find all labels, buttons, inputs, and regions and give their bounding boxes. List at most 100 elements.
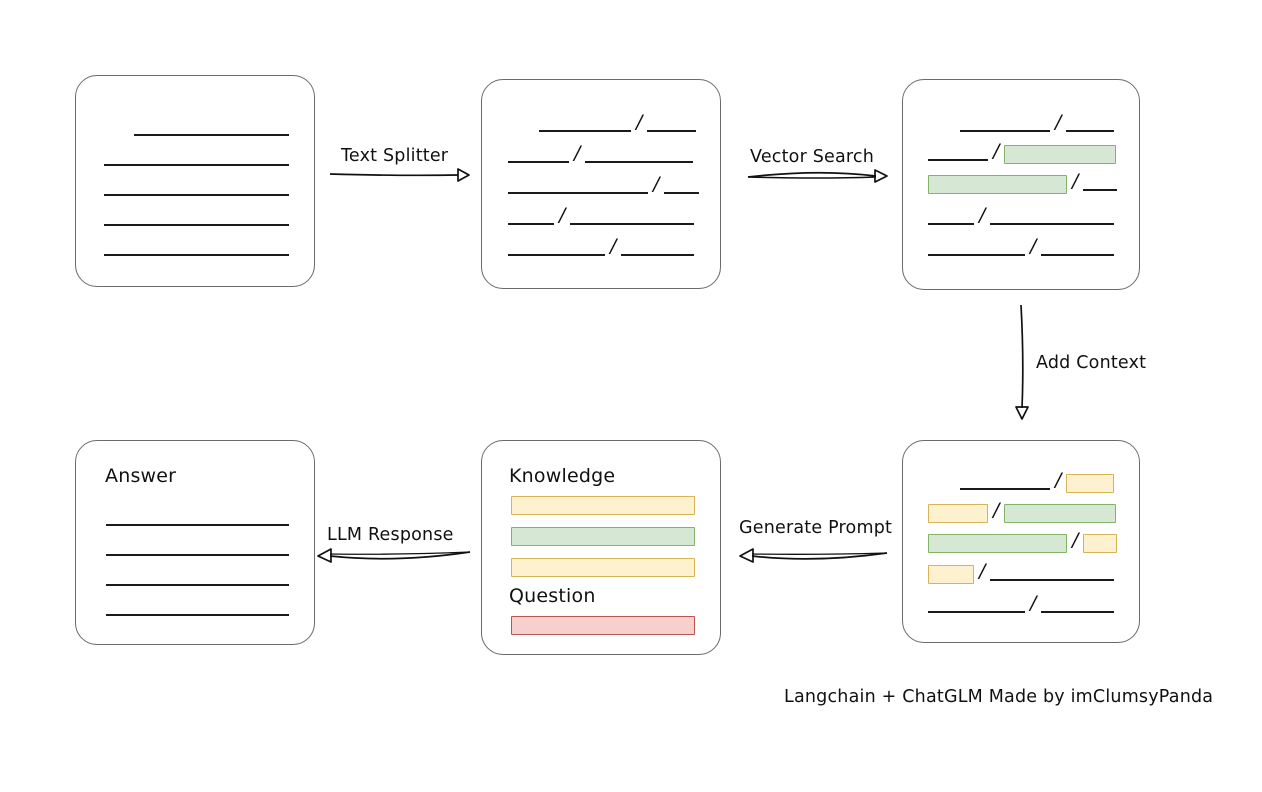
knowledge-bar (511, 496, 695, 515)
document-line (104, 239, 289, 259)
text-line (104, 152, 289, 166)
slash-separator: / (979, 560, 986, 582)
document-line (104, 179, 289, 199)
slash-separator: / (1072, 170, 1079, 192)
question-label: Question (509, 585, 596, 607)
slash-separator: / (1055, 469, 1062, 491)
text-segment (928, 211, 974, 225)
answer-line (106, 599, 289, 619)
footer-credit: Langchain + ChatGLM Made by imClumsyPand… (784, 687, 1214, 707)
knowledge-bar (511, 527, 695, 546)
text-line (104, 242, 289, 256)
split-row: / (508, 235, 695, 259)
question-bar (511, 616, 695, 635)
document-line (104, 149, 289, 169)
answer-label: Answer (105, 465, 177, 487)
add-context-edge (1012, 304, 1036, 420)
text-segment (647, 118, 697, 132)
document-line (104, 209, 289, 229)
text-segment (508, 180, 648, 194)
answer-line (106, 509, 289, 529)
slash-separator: / (610, 235, 617, 257)
slash-separator: / (574, 142, 581, 164)
retrieved-chunk-highlight (1004, 503, 1117, 523)
source-document-box[interactable] (75, 75, 315, 287)
context-document-box[interactable]: / / / / / (902, 440, 1140, 643)
split-row: / (928, 204, 1115, 228)
text-segment (508, 242, 605, 256)
generate-prompt-edge (739, 545, 888, 567)
context-chunk-highlight (928, 503, 988, 523)
slash-separator: / (636, 111, 643, 133)
knowledge-bar (511, 558, 695, 577)
retrieved-chunk-highlight (928, 174, 1067, 194)
text-segment (621, 242, 695, 256)
split-row: / (928, 235, 1115, 259)
split-row: / (539, 111, 697, 135)
slash-separator: / (653, 173, 660, 195)
text-segment (928, 599, 1025, 613)
vector-search-edge (747, 165, 888, 189)
slash-separator: / (1072, 529, 1079, 551)
source-document-lines (76, 76, 314, 286)
split-row: / (928, 560, 1115, 584)
slash-separator: / (559, 204, 566, 226)
retrieved-document-box[interactable]: / / / / / (902, 79, 1140, 290)
slash-separator: / (1030, 592, 1037, 614)
split-row: / (960, 111, 1115, 135)
split-row: / (508, 173, 700, 197)
retrieved-chunk-highlight (928, 533, 1067, 553)
text-segment (539, 118, 631, 132)
text-line (134, 122, 289, 136)
text-line (104, 182, 289, 196)
text-line (104, 212, 289, 226)
prompt-box[interactable]: Knowledge Question (481, 440, 721, 655)
split-row: / (928, 592, 1115, 616)
text-segment (928, 242, 1025, 256)
context-chunk-highlight (928, 564, 974, 584)
slash-separator: / (979, 204, 986, 226)
split-row: / (928, 170, 1118, 194)
text-splitter-edge (329, 165, 470, 187)
text-segment (664, 180, 700, 194)
text-segment (570, 211, 695, 225)
split-document-box[interactable]: / / / / / (481, 79, 721, 289)
split-document-rows: / / / / / (482, 80, 720, 288)
answer-box[interactable]: Answer (75, 440, 315, 645)
split-row: / (928, 529, 1118, 553)
text-segment (960, 118, 1050, 132)
slash-separator: / (993, 499, 1000, 521)
context-document-rows: / / / / / (903, 441, 1139, 642)
vector-search-label: Vector Search (750, 147, 875, 167)
text-segment (1083, 177, 1118, 191)
text-segment (585, 149, 694, 163)
text-segment (928, 147, 988, 161)
knowledge-label: Knowledge (509, 465, 616, 487)
add-context-label: Add Context (1036, 353, 1147, 373)
slash-separator: / (1030, 235, 1037, 257)
split-row: / (928, 499, 1117, 523)
context-chunk-highlight (1083, 533, 1118, 553)
text-line (106, 572, 289, 586)
text-line (106, 602, 289, 616)
text-segment (1066, 118, 1115, 132)
retrieved-document-rows: / / / / / (903, 80, 1139, 289)
split-row: / (508, 142, 694, 166)
llm-response-label: LLM Response (327, 525, 454, 545)
text-segment (1041, 599, 1115, 613)
text-segment (508, 149, 569, 163)
slash-separator: / (1055, 111, 1062, 133)
text-segment (960, 476, 1050, 490)
text-segment (1041, 242, 1115, 256)
generate-prompt-label: Generate Prompt (739, 518, 893, 538)
slash-separator: / (993, 140, 1000, 162)
split-row: / (928, 140, 1117, 164)
text-segment (990, 211, 1115, 225)
split-row: / (508, 204, 695, 228)
answer-line (106, 539, 289, 559)
llm-response-edge (317, 545, 471, 567)
answer-line (106, 569, 289, 589)
text-line (106, 542, 289, 556)
text-line (106, 512, 289, 526)
